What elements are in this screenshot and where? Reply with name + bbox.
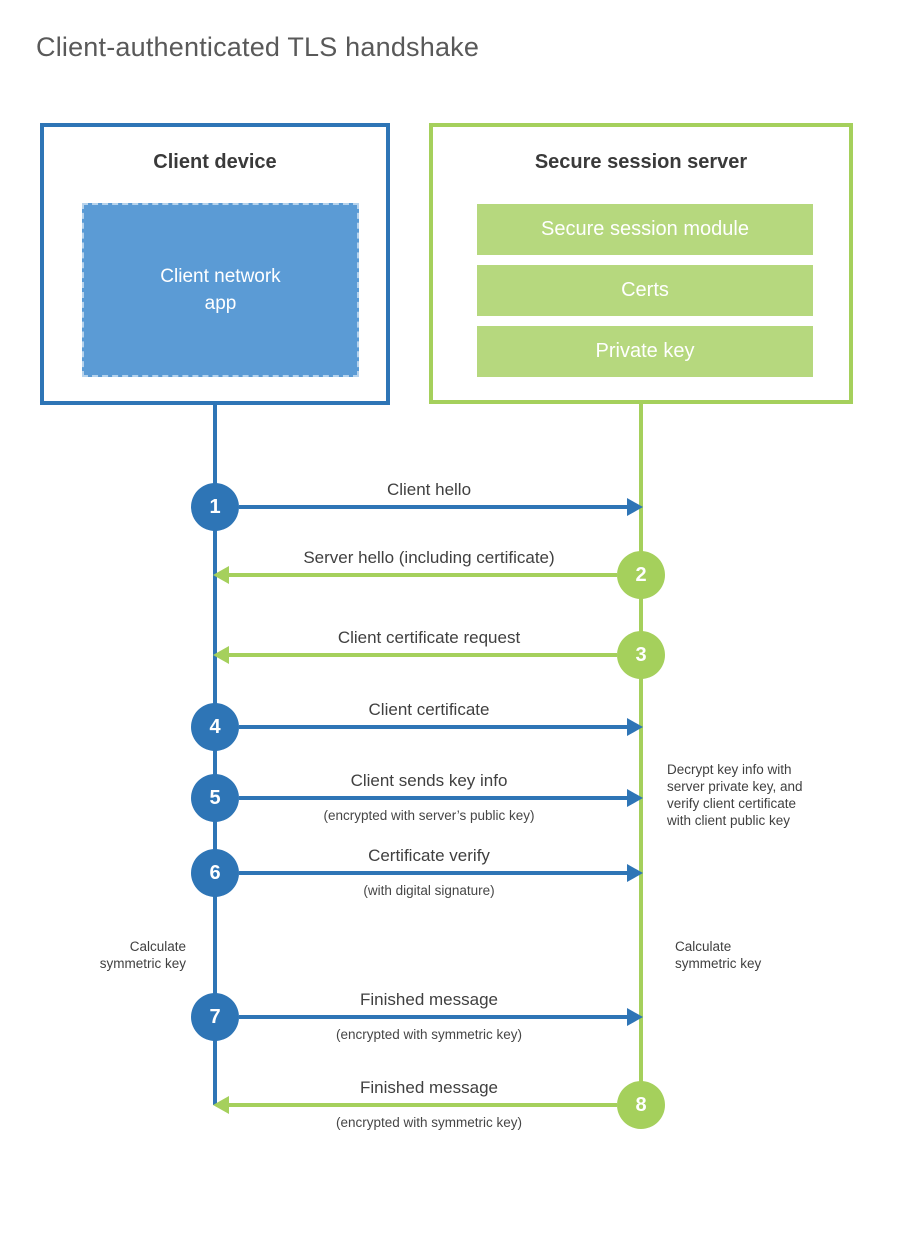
step-circle-4: 4 <box>191 703 239 751</box>
arrowhead-left-icon <box>213 566 229 584</box>
client-network-app-box: Client network app <box>82 203 359 377</box>
note-decrypt-key-info: Decrypt key info with server private key… <box>667 762 803 828</box>
message-arrow-7 <box>239 1015 627 1019</box>
client-device-box: Client device Client network app <box>40 123 390 405</box>
page-title: Client-authenticated TLS handshake <box>36 32 480 62</box>
message-sub-5: (encrypted with server’s public key) <box>323 808 535 823</box>
step-number-4: 4 <box>209 715 221 738</box>
message-sub-8: (encrypted with symmetric key) <box>335 1115 523 1130</box>
message-label-2: Server hello (including certificate) <box>303 548 555 567</box>
step-number-6: 6 <box>209 861 221 884</box>
step-number-2: 2 <box>635 563 647 586</box>
arrowhead-left-icon <box>213 1096 229 1114</box>
message-label-7: Finished message <box>360 990 498 1009</box>
message-arrow-5 <box>239 796 627 800</box>
client-lifeline <box>213 405 217 1105</box>
step-circle-8: 8 <box>617 1081 665 1129</box>
arrowhead-right-icon <box>627 718 643 736</box>
message-sub-6: (with digital signature) <box>363 883 495 898</box>
message-label-5: Client sends key info <box>350 771 508 790</box>
step-number-1: 1 <box>209 495 221 518</box>
step-circle-6: 6 <box>191 849 239 897</box>
arrowhead-left-icon <box>213 646 229 664</box>
message-arrow-8 <box>229 1103 617 1107</box>
server-module-certs: Certs <box>477 265 813 316</box>
step-number-7: 7 <box>209 1005 221 1028</box>
message-arrow-6 <box>239 871 627 875</box>
message-arrow-3 <box>229 653 617 657</box>
arrowhead-right-icon <box>627 1008 643 1026</box>
message-arrow-2 <box>229 573 617 577</box>
message-label-4: Client certificate <box>368 700 490 719</box>
arrowhead-right-icon <box>627 789 643 807</box>
message-label-8: Finished message <box>360 1078 498 1097</box>
step-number-5: 5 <box>209 786 221 809</box>
client-device-header: Client device <box>153 151 277 173</box>
server-header: Secure session server <box>534 151 748 173</box>
server-module-private-key: Private key <box>477 326 813 377</box>
message-label-3: Client certificate request <box>337 628 521 647</box>
message-label-1: Client hello <box>386 480 472 499</box>
note-calculate-symmetric-key-left: Calculate symmetric key <box>99 939 186 971</box>
message-arrow-4 <box>239 725 627 729</box>
step-circle-2: 2 <box>617 551 665 599</box>
step-circle-1: 1 <box>191 483 239 531</box>
message-sub-7: (encrypted with symmetric key) <box>335 1027 523 1042</box>
arrowhead-right-icon <box>627 864 643 882</box>
message-arrow-1 <box>239 505 627 509</box>
server-box: Secure session server Secure session mod… <box>429 123 853 404</box>
note-calculate-symmetric-key-right: Calculate symmetric key <box>675 939 762 971</box>
message-label-6: Certificate verify <box>368 846 490 865</box>
step-circle-5: 5 <box>191 774 239 822</box>
step-number-8: 8 <box>635 1093 647 1116</box>
step-circle-3: 3 <box>617 631 665 679</box>
step-number-3: 3 <box>635 643 647 666</box>
step-circle-7: 7 <box>191 993 239 1041</box>
arrowhead-right-icon <box>627 498 643 516</box>
server-module-secure-session: Secure session module <box>477 204 813 255</box>
server-lifeline <box>639 404 643 1107</box>
